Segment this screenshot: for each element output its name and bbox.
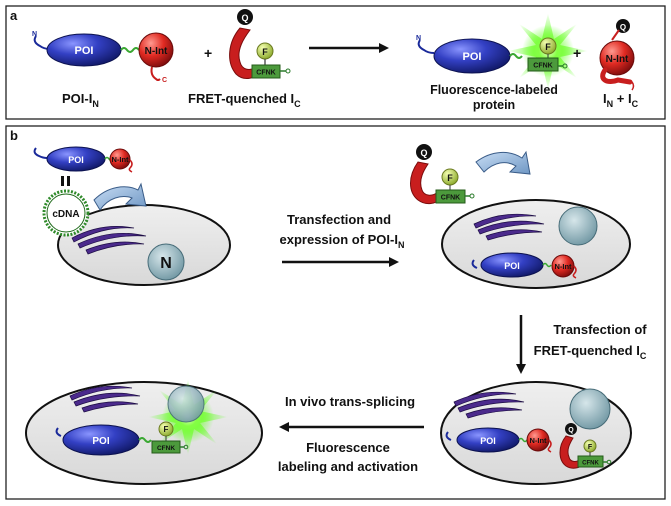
n-int-label: N-Int <box>554 262 572 271</box>
step3-line1: In vivo trans-splicing <box>285 394 415 409</box>
step3-line2: Fluorescence <box>306 440 390 455</box>
entry-arrow-icon <box>475 150 531 175</box>
step1-line1: Transfection and <box>287 212 391 227</box>
endoplasmic-reticulum <box>473 213 545 241</box>
poi-label: POI <box>92 436 109 447</box>
nucleus <box>147 243 185 281</box>
equals-bar-left <box>61 176 64 186</box>
quencher-q <box>237 9 253 25</box>
c-terminus-tail <box>150 66 161 81</box>
step2-line2: FRET-quenched IC <box>534 343 647 361</box>
panel-b: b N POI N-Int cDNA <box>5 125 666 500</box>
plus-sign-2: + <box>573 45 581 61</box>
panel-a-letter: a <box>10 8 18 23</box>
endoplasmic-reticulum <box>71 226 147 255</box>
n-int-label: N-Int <box>606 54 629 65</box>
fret-ic-caption: FRET-quenched IC <box>188 91 301 109</box>
equals-bar-right <box>67 176 70 186</box>
quencher-label: Q <box>568 427 574 434</box>
panel-b-letter: b <box>10 128 18 143</box>
poi-label: POI <box>504 261 520 271</box>
n-int-label: N-Int <box>111 155 129 164</box>
in-ic-fragments: Q N-Int <box>599 19 635 91</box>
c-terminus-label: C <box>162 77 167 84</box>
plasmid-ring <box>42 189 90 237</box>
fluorophore-label: F <box>588 444 593 451</box>
fluorescence-caption-line2: protein <box>473 98 515 112</box>
cfnk-label: CFNK <box>533 63 552 70</box>
fluorophore-label: F <box>164 425 169 434</box>
fluorophore-label: F <box>447 173 453 183</box>
nucleus <box>558 206 598 246</box>
quencher-q <box>416 144 432 160</box>
cfnk-box <box>527 57 559 72</box>
n-terminus-label: N <box>416 35 421 42</box>
cfnk-label: CFNK <box>256 70 275 77</box>
cdna-plasmid: cDNA <box>42 189 90 237</box>
panel-a: a N POI N-Int C POI-IN + Q F CFNK <box>5 5 666 120</box>
n-int-sphere <box>599 40 635 76</box>
poi-in-caption: POI-IN <box>62 91 99 109</box>
cell-1: N <box>57 204 231 286</box>
nucleus <box>167 385 205 423</box>
n-int-label: N-Int <box>145 46 168 57</box>
quencher-label: Q <box>420 148 427 158</box>
poi-label: POI <box>68 155 84 165</box>
cell-membrane <box>441 199 631 289</box>
cfnk-label: CFNK <box>441 195 460 202</box>
endoplasmic-reticulum <box>69 385 141 413</box>
cell-3: POI N-Int Q F CFNK <box>440 381 632 485</box>
poi-in-construct: POI N-Int <box>33 146 133 173</box>
fluorescence-caption-line1: Fluorescence-labeled <box>430 83 558 97</box>
poi-label: POI <box>480 436 496 446</box>
fluorophore-label: F <box>545 42 551 52</box>
poi-in-molecule: N POI N-Int C <box>32 31 174 84</box>
quencher-q <box>565 423 577 435</box>
poi-label: POI <box>463 51 482 63</box>
step2-line1: Transfection of <box>553 322 647 337</box>
quencher-label: Q <box>241 13 248 23</box>
cell-4: POI F CFNK <box>25 379 263 485</box>
panel-a-border <box>5 5 666 120</box>
in-ic-caption: IN + IC <box>603 91 639 109</box>
n-int-sphere <box>109 148 131 170</box>
cdna-label: cDNA <box>52 209 79 220</box>
step1-line2: expression of POI-IN <box>280 232 405 250</box>
fluorophore-label: F <box>262 47 268 57</box>
entry-arrow-icon <box>93 182 147 211</box>
plus-sign-1: + <box>204 45 212 61</box>
linker <box>120 47 140 53</box>
ic-fragment <box>600 67 633 85</box>
poi-label: POI <box>75 45 94 57</box>
nucleus-label: N <box>160 255 172 272</box>
endoplasmic-reticulum <box>453 391 525 419</box>
fret-quenched-ic: Q F CFNK <box>410 144 475 205</box>
nucleus <box>569 388 611 430</box>
cfnk-label: CFNK <box>157 445 175 452</box>
panel-b-border <box>5 125 666 500</box>
n-int-sphere <box>138 32 174 68</box>
cell-2: POI N-Int <box>441 199 631 289</box>
quencher-label: Q <box>620 23 626 32</box>
n-terminus-label: N <box>32 31 37 38</box>
n-int-label: N-Int <box>529 436 547 445</box>
step3-line3: labeling and activation <box>278 459 418 474</box>
fret-quenched-ic: Q F CFNK <box>229 9 291 79</box>
cfnk-label: CFNK <box>582 461 599 467</box>
cell-membrane <box>25 381 263 485</box>
fluorescence-labeled-protein: N POI F CFNK <box>416 13 588 89</box>
